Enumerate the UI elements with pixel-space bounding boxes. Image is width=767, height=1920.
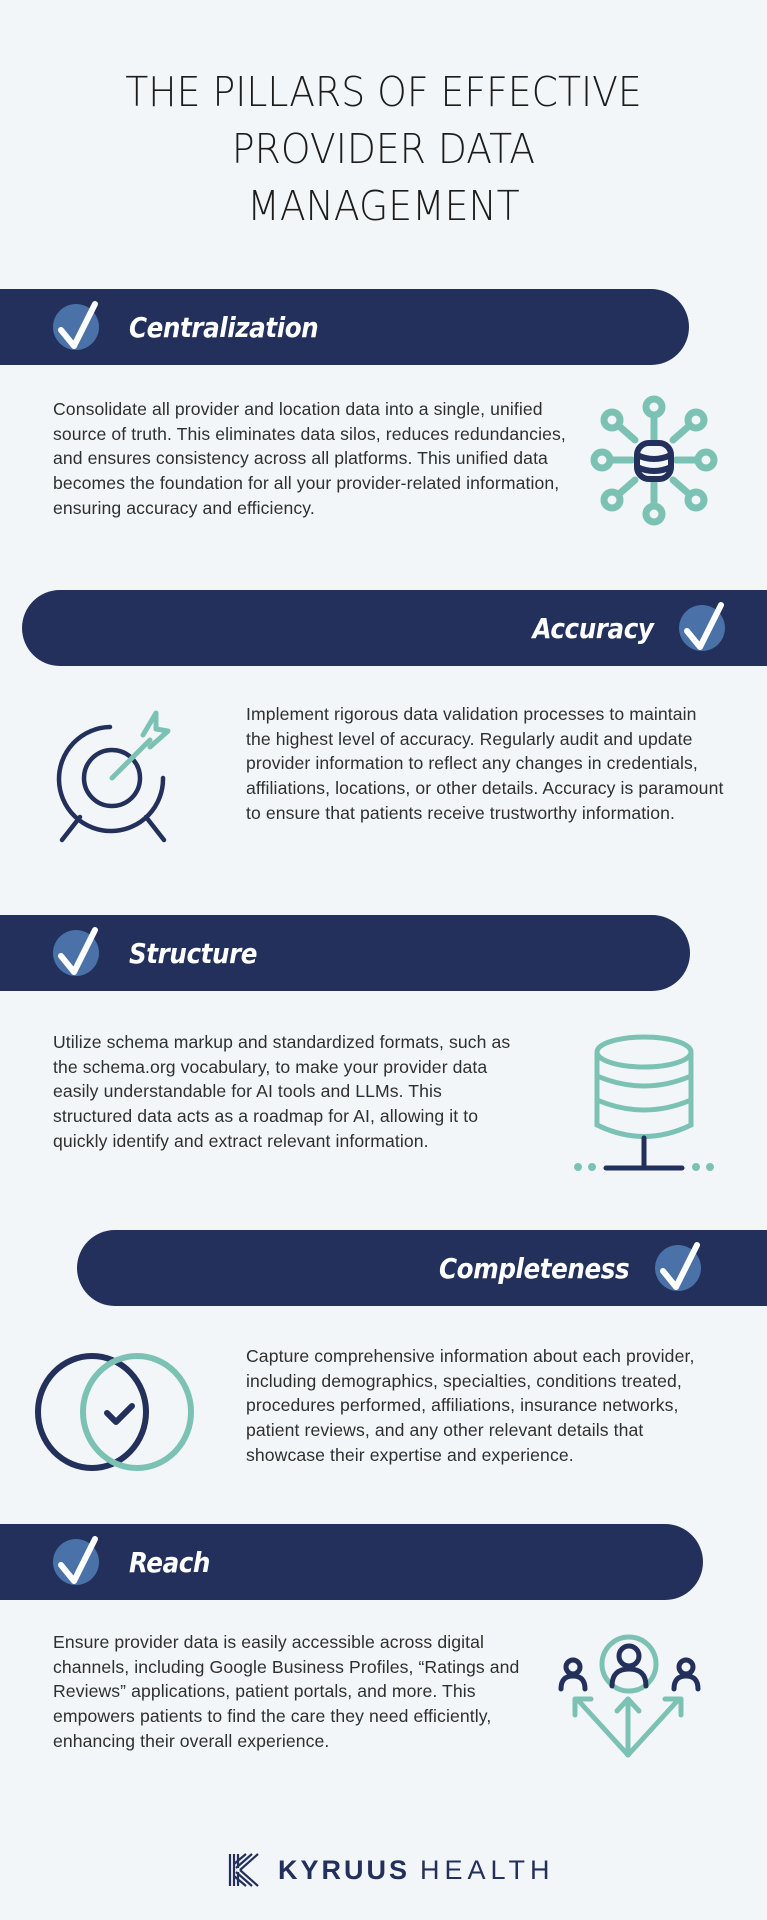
pillar-description: Utilize schema markup and standardized f… — [53, 1032, 511, 1151]
banner-heading: Centralization — [129, 310, 319, 344]
people-network-icon — [558, 1634, 701, 1758]
checkmark-icon — [53, 1536, 99, 1585]
kyruus-k-icon — [228, 1853, 259, 1887]
banner-heading: Completeness — [438, 1251, 630, 1285]
page-title: THE PILLARS OF EFFECTIVE PROVIDER DATA M… — [31, 64, 737, 235]
banner-heading: Accuracy — [532, 611, 653, 645]
checkmark-icon — [655, 1242, 701, 1291]
banner-centralization: Centralization — [0, 289, 689, 365]
database-server-icon — [574, 1034, 714, 1171]
brand-name-bold: KYRUUS — [278, 1854, 411, 1885]
title-line-1: THE PILLARS OF EFFECTIVE — [125, 68, 642, 116]
title-line-2: PROVIDER DATA — [231, 125, 536, 173]
banner-heading: Structure — [129, 936, 258, 970]
banner-structure: Structure — [0, 915, 690, 991]
banner-heading: Reach — [129, 1545, 211, 1579]
checkmark-icon — [53, 301, 99, 350]
checkmark-icon — [679, 602, 725, 651]
target-arrow-icon — [56, 710, 171, 843]
title-line-3: MANAGEMENT — [247, 182, 520, 230]
pillar-description: Implement rigorous data validation proce… — [246, 704, 724, 823]
pillar-description: Consolidate all provider and location da… — [53, 399, 566, 518]
database-hub-icon — [590, 395, 718, 526]
banner-completeness: Completeness — [77, 1230, 767, 1306]
pillar-description: Ensure provider data is easily accessibl… — [53, 1632, 520, 1751]
pillar-description: Capture comprehensive information about … — [246, 1346, 695, 1465]
banner-accuracy: Accuracy — [22, 590, 767, 666]
kyruus-health-logo: KYRUUS HEALTH — [228, 1850, 555, 1890]
banner-reach: Reach — [0, 1524, 703, 1600]
checkmark-icon — [53, 927, 99, 976]
brand-name-light: HEALTH — [420, 1854, 555, 1885]
venn-check-icon — [35, 1353, 194, 1471]
